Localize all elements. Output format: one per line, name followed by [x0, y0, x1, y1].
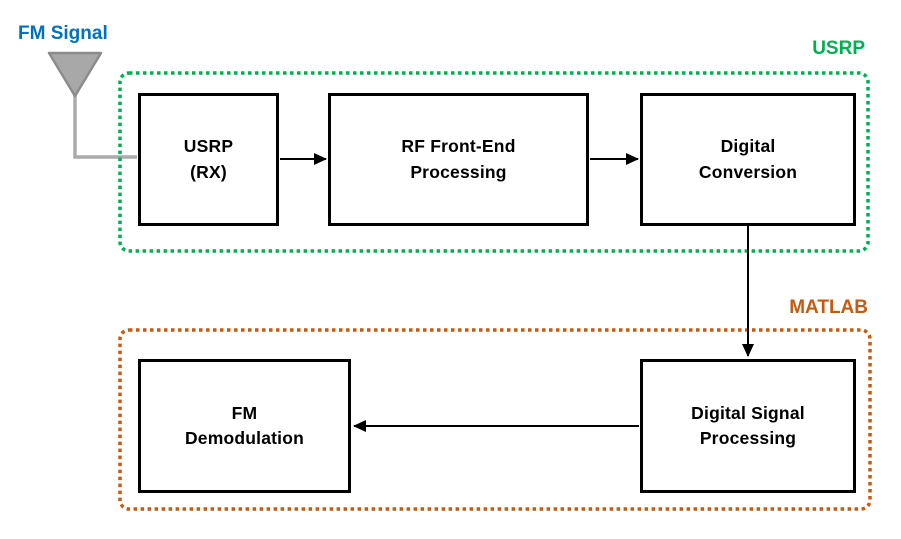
matlab-group-label: MATLAB — [789, 297, 868, 318]
matlab-group-border — [118, 328, 872, 511]
antenna-icon — [47, 51, 137, 159]
connector-arrows — [280, 153, 754, 432]
block-usrp-rx: USRP (RX) — [138, 93, 279, 226]
block-fm-demodulation: FM Demodulation — [138, 359, 351, 493]
fm-signal-label: FM Signal — [18, 23, 108, 44]
block-digital-signal-processing: Digital Signal Processing — [640, 359, 856, 493]
usrp-group-border — [118, 71, 870, 253]
usrp-group-label: USRP — [812, 38, 865, 59]
block-digital-conversion: Digital Conversion — [640, 93, 856, 226]
block-rf-front-end-processing: RF Front-End Processing — [328, 93, 589, 226]
